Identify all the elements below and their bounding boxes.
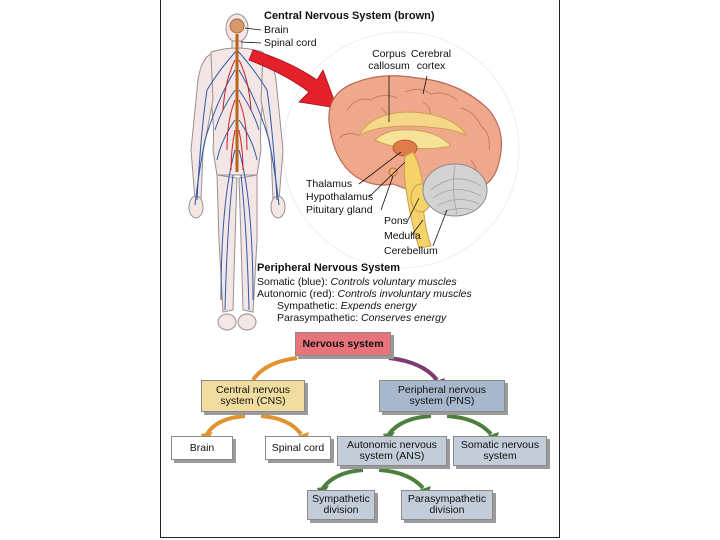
label-pons: Pons — [384, 215, 408, 227]
brain-illustration — [328, 75, 502, 249]
pns-sympathetic-line: Sympathetic: Expends energy — [277, 300, 417, 312]
label-thalamus: Thalamus — [306, 178, 353, 190]
label-hypothalamus: Hypothalamus — [306, 191, 374, 203]
leader-spinal-cord — [240, 41, 262, 44]
label-pituitary-gland: Pituitary gland — [306, 204, 373, 216]
node-spinal-cord: Spinal cord — [265, 436, 331, 460]
autonomic-nerves — [222, 59, 252, 171]
label-cerebellum: Cerebellum — [384, 245, 438, 257]
label-medulla: Medulla — [384, 230, 421, 242]
leader-brain — [244, 27, 262, 31]
cns-part-brain: Brain — [264, 24, 289, 36]
pns-parasympathetic-line: Parasympathetic: Conserves energy — [277, 312, 447, 324]
big-red-arrow — [248, 49, 338, 109]
label-cerebral-cortex: Cerebral cortex — [410, 48, 452, 72]
figure: Central Nervous System (brown) Brain Spi… — [160, 0, 560, 538]
figure-brain — [229, 18, 245, 34]
somatic-nerves — [194, 49, 280, 311]
pns-somatic-line: Somatic (blue): Controls voluntary muscl… — [257, 276, 457, 288]
pns-title: Peripheral Nervous System — [257, 262, 401, 274]
brain-leader-lines — [358, 75, 448, 247]
illustration-layer — [188, 13, 520, 498]
pns-autonomic-line: Autonomic (red): Controls involuntary mu… — [257, 288, 472, 300]
node-nervous-system: Nervous system — [295, 332, 391, 356]
cns-title: Central Nervous System (brown) — [264, 10, 435, 22]
node-brain: Brain — [171, 436, 233, 460]
human-body-figure — [188, 13, 286, 331]
tree-arrows — [201, 356, 499, 498]
cns-part-spinal-cord: Spinal cord — [264, 37, 317, 49]
label-corpus-callosum: Corpus callosum — [368, 48, 410, 72]
